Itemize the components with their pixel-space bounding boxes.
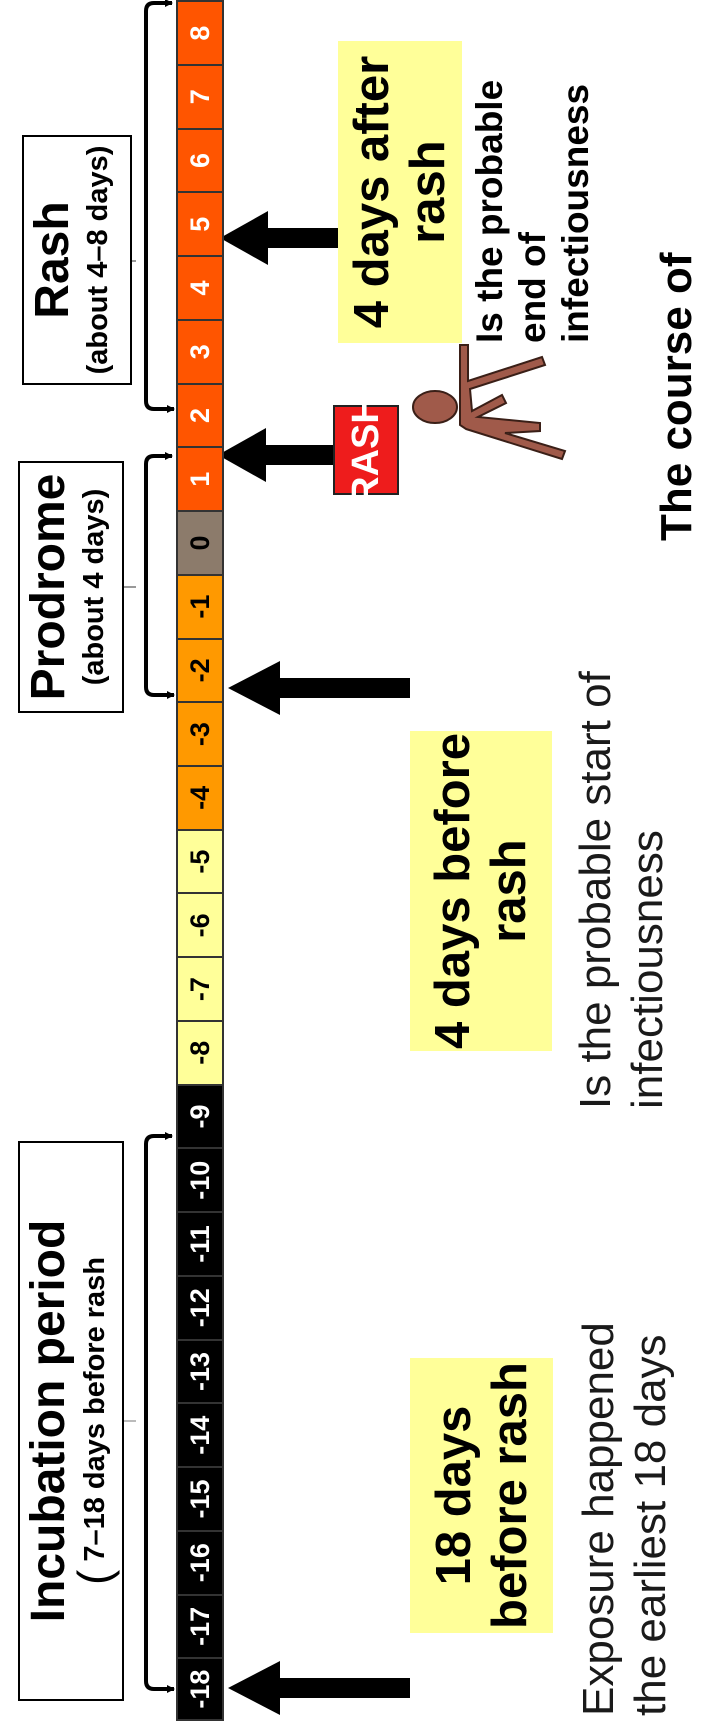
timeline-day-6: 6 bbox=[176, 127, 224, 194]
person-figure-icon bbox=[412, 344, 567, 461]
timeline-day--10: -10 bbox=[176, 1147, 224, 1214]
timeline-day-3: 3 bbox=[176, 318, 224, 385]
timeline-day--12: -12 bbox=[176, 1274, 224, 1341]
timeline-day--2: -2 bbox=[176, 637, 224, 704]
timeline-day--7: -7 bbox=[176, 956, 224, 1022]
timeline-day--11: -11 bbox=[176, 1211, 224, 1277]
callout-end-note: Is the probable end of infectiousness bbox=[469, 79, 596, 343]
incubation-bracket bbox=[144, 1132, 175, 1693]
arrow-rash-onset bbox=[218, 428, 335, 482]
arrow-exposure bbox=[228, 1661, 410, 1715]
callout-start-title: 4 days before rash bbox=[426, 733, 536, 1049]
timeline-day-7: 7 bbox=[176, 63, 224, 130]
timeline-day-0: 0 bbox=[176, 510, 224, 576]
timeline-day--14: -14 bbox=[176, 1402, 224, 1469]
timeline-day--5: -5 bbox=[176, 828, 224, 895]
callout-exposure-title: 18 days before rash bbox=[426, 1362, 537, 1629]
prodrome-bracket bbox=[144, 452, 175, 699]
day-timeline: -18-17-16-15-14-13-12-11-10-9-8-7-6-5-4-… bbox=[176, 0, 224, 1721]
rash-onset-label: RASH bbox=[333, 396, 399, 504]
callout-end-title: 4 days after rash bbox=[345, 55, 455, 329]
timeline-day-2: 2 bbox=[176, 382, 224, 449]
callout-start: 4 days before rash bbox=[410, 731, 552, 1051]
callout-exposure: 18 days before rash bbox=[410, 1358, 553, 1633]
timeline-day--8: -8 bbox=[176, 1019, 224, 1086]
callout-exposure-note: Exposure happened the earliest 18 days bbox=[574, 1322, 675, 1716]
timeline-day--3: -3 bbox=[176, 701, 224, 767]
timeline-day--15: -15 bbox=[176, 1466, 224, 1532]
timeline-day--6: -6 bbox=[176, 892, 224, 959]
callout-end: 4 days after rash bbox=[338, 41, 462, 343]
timeline-day-4: 4 bbox=[176, 255, 224, 321]
timeline-day-8: 8 bbox=[176, 0, 224, 66]
timeline-day--18: -18 bbox=[176, 1657, 224, 1721]
timeline-day--16: -16 bbox=[176, 1529, 224, 1596]
timeline-day-1: 1 bbox=[176, 446, 224, 513]
timeline-day--17: -17 bbox=[176, 1593, 224, 1660]
rash-bracket bbox=[144, 0, 175, 413]
footer-partial-text: The course of bbox=[652, 252, 701, 542]
timeline-day--13: -13 bbox=[176, 1338, 224, 1405]
arrow-infectious-end bbox=[220, 211, 342, 265]
callout-start-note: Is the probable start of infectiousness bbox=[571, 671, 672, 1109]
arrow-infectious-start bbox=[228, 661, 410, 715]
timeline-day--9: -9 bbox=[176, 1083, 224, 1150]
timeline-day--1: -1 bbox=[176, 573, 224, 640]
timeline-day--4: -4 bbox=[176, 764, 224, 831]
timeline-day-5: 5 bbox=[176, 191, 224, 258]
